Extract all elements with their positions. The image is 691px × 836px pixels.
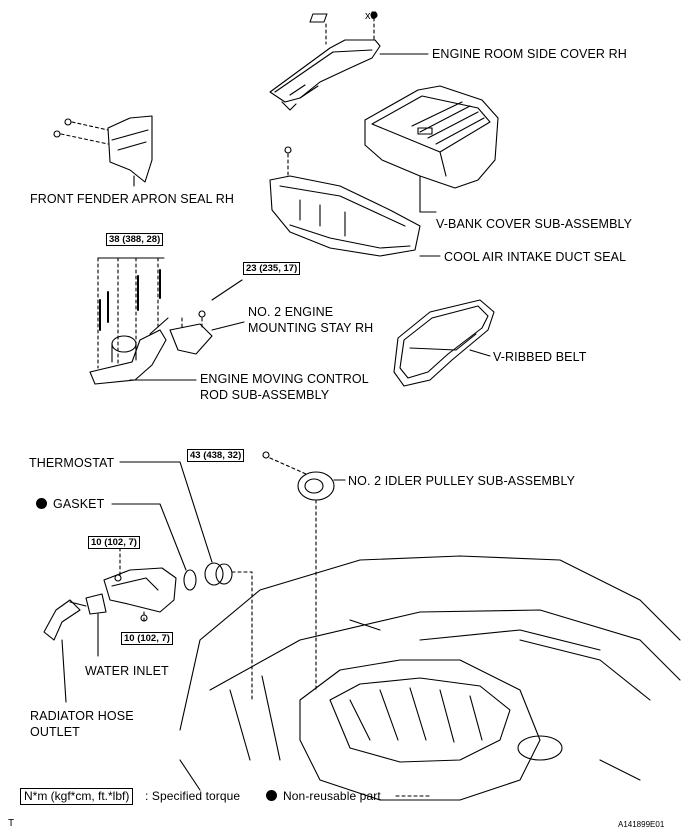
non-reusable-legend: Non-reusable part	[266, 789, 381, 804]
idler-pulley-part	[262, 451, 346, 691]
torque-23-box: 23 (235, 17)	[243, 262, 301, 275]
v-ribbed-belt-label: V-RIBBED BELT	[493, 350, 587, 364]
torque-38-box: 38 (388, 28)	[106, 233, 164, 246]
non-reusable-dot-icon	[36, 498, 47, 509]
engine-moving-control-rod-part	[89, 257, 245, 385]
v-bank-cover-label: V-BANK COVER SUB-ASSEMBLY	[436, 217, 633, 231]
coolant-parts	[43, 461, 253, 703]
torque-10-box-upper: 10 (102, 7)	[88, 536, 140, 549]
front-fender-apron-seal-part	[53, 115, 153, 187]
cool-air-intake-duct-seal-label: COOL AIR INTAKE DUCT SEAL	[444, 250, 627, 264]
no2-stay-label-line1: NO. 2 ENGINE	[248, 305, 334, 319]
engine-room-side-cover-label: ENGINE ROOM SIDE COVER RH	[432, 47, 627, 61]
radiator-hose-label-line1: RADIATOR HOSE	[30, 709, 134, 723]
no2-stay-label-line2: MOUNTING STAY RH	[248, 321, 374, 335]
specified-torque-legend: : Specified torque	[145, 789, 241, 803]
non-reusable-legend-dot-icon	[266, 790, 277, 801]
gasket-label: GASKET	[36, 497, 104, 512]
torque-units-legend: N*m (kgf*cm, ft.*lbf)	[20, 788, 134, 805]
engine-room-side-cover-part	[269, 11, 429, 111]
thermostat-label: THERMOSTAT	[29, 456, 115, 470]
non-reusable-legend-text: Non-reusable part	[283, 789, 381, 803]
torque-43-box: 43 (438, 32)	[187, 449, 245, 462]
engine-bay-illustration	[179, 555, 681, 801]
v-bank-cover-part	[364, 85, 499, 213]
control-rod-label-line2: ROD SUB-ASSEMBLY	[200, 388, 330, 402]
v-ribbed-belt-part	[393, 299, 495, 387]
front-fender-apron-seal-label: FRONT FENDER APRON SEAL RH	[30, 192, 235, 206]
idler-pulley-label: NO. 2 IDLER PULLEY SUB-ASSEMBLY	[348, 474, 576, 488]
water-inlet-label: WATER INLET	[85, 664, 169, 678]
control-rod-label-line1: ENGINE MOVING CONTROL	[200, 372, 369, 386]
radiator-hose-label-line2: OUTLET	[30, 725, 80, 739]
footer-left-mark: T	[8, 818, 15, 829]
torque-10-box-lower: 10 (102, 7)	[121, 632, 173, 645]
gasket-text: GASKET	[53, 497, 105, 511]
figure-id: A141899E01	[618, 820, 665, 829]
x5-count-label: x5	[365, 10, 377, 22]
cool-air-intake-duct-seal-part	[269, 146, 441, 257]
